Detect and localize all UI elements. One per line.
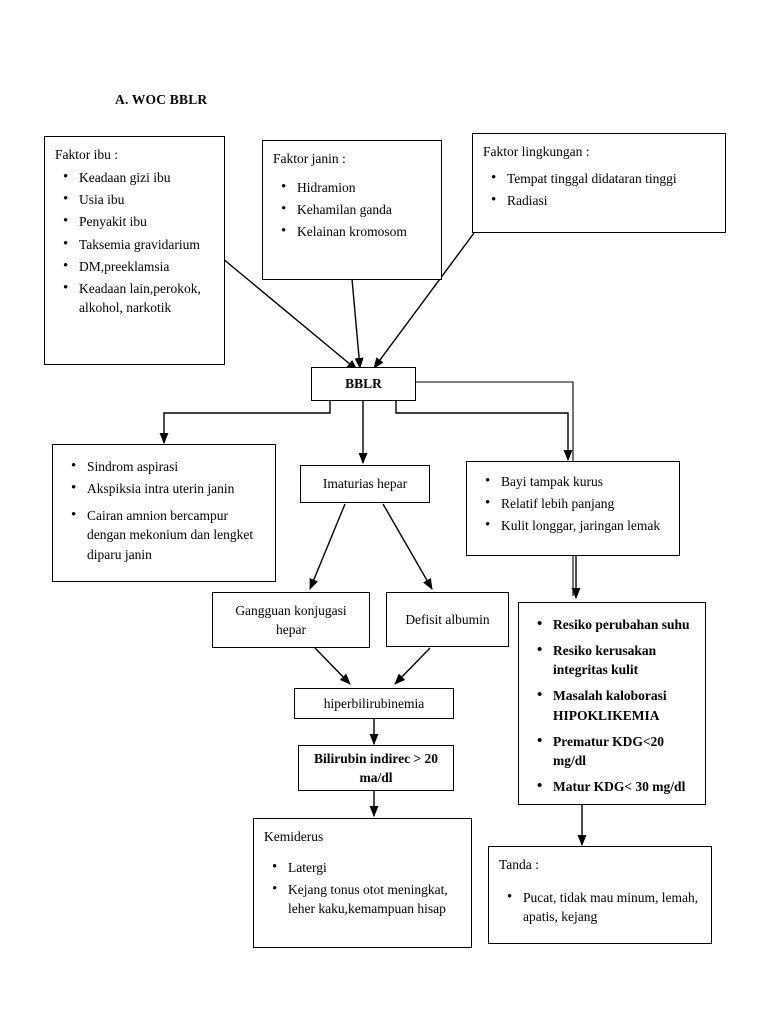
page-title: A. WOC BBLR xyxy=(115,92,208,107)
list-item: Keadaan gizi ibu xyxy=(63,167,214,188)
node-gangguan-konjugasi: Gangguan konjugasi hepar xyxy=(212,592,370,648)
list-item: Kulit longgar, jaringan lemak xyxy=(485,515,669,536)
node-tanda: Tanda : Pucat, tidak mau minum, lemah, a… xyxy=(488,846,712,944)
list-item: Masalah kaloborasi HIPOKLIKEMIA xyxy=(537,685,695,724)
list-item: Relatif lebih panjang xyxy=(485,493,669,514)
node-faktor-lingkungan: Faktor lingkungan : Tempat tinggal didat… xyxy=(472,133,726,233)
list-item: Keadaan lain,perokok, alkohol, narkotik xyxy=(63,278,214,317)
node-bblr: BBLR xyxy=(311,367,416,401)
list-item: Taksemia gravidarium xyxy=(63,234,214,255)
list-item: Kehamilan ganda xyxy=(281,199,431,220)
node-tanda-header: Tanda : xyxy=(499,857,539,872)
list-item: Cairan amnion bercampur dengan mekonium … xyxy=(71,505,265,563)
list-item: Resiko perubahan suhu xyxy=(537,614,695,635)
list-item: Kelainan kromosom xyxy=(281,221,431,242)
node-faktor-janin-header: Faktor janin : xyxy=(273,151,346,166)
list-item: Hidramion xyxy=(281,177,431,198)
node-faktor-lingkungan-list: Tempat tinggal didataran tinggi Radiasi xyxy=(473,163,725,221)
list-item: Kejang tonus otot meningkat, leher kaku,… xyxy=(272,879,461,918)
node-kemiderus: Kemiderus Latergi Kejang tonus otot meni… xyxy=(253,818,472,948)
node-imaturias-hepar-label: Imaturias hepar xyxy=(322,476,408,492)
list-item: Prematur KDG<20 mg/dl xyxy=(537,731,695,770)
node-gangguan-konjugasi-label: Gangguan konjugasi hepar xyxy=(235,602,347,637)
node-faktor-lingkungan-header: Faktor lingkungan : xyxy=(483,144,590,159)
node-bilirubin-indirec: Bilirubin indirec > 20 ma/dl xyxy=(298,745,454,791)
node-sindrom-aspirasi-list: Sindrom aspirasi Akspiksia intra uterin … xyxy=(53,445,275,575)
list-item: Radiasi xyxy=(491,190,715,211)
node-sindrom-aspirasi: Sindrom aspirasi Akspiksia intra uterin … xyxy=(52,444,276,582)
node-kemiderus-list: Latergi Kejang tonus otot meningkat, leh… xyxy=(254,848,471,929)
node-defisit-albumin-label: Defisit albumin xyxy=(405,611,490,627)
node-kemiderus-header: Kemiderus xyxy=(264,829,324,844)
node-resiko: Resiko perubahan suhu Resiko kerusakan i… xyxy=(518,602,706,805)
list-item: Tempat tinggal didataran tinggi xyxy=(491,168,715,189)
node-defisit-albumin: Defisit albumin xyxy=(386,592,509,647)
node-faktor-janin: Faktor janin : Hidramion Kehamilan ganda… xyxy=(262,140,442,280)
node-bblr-label: BBLR xyxy=(345,376,382,392)
node-faktor-ibu-list: Keadaan gizi ibu Usia ibu Penyakit ibu T… xyxy=(45,166,224,328)
node-faktor-ibu: Faktor ibu : Keadaan gizi ibu Usia ibu P… xyxy=(44,136,225,365)
node-hiperbilirubinemia-label: hiperbilirubinemia xyxy=(323,695,425,711)
node-faktor-janin-list: Hidramion Kehamilan ganda Kelainan kromo… xyxy=(263,170,441,252)
list-item: Sindrom aspirasi xyxy=(71,456,265,477)
list-item: Akspiksia intra uterin janin xyxy=(71,478,265,499)
node-bayi-tampak-list: Bayi tampak kurus Relatif lebih panjang … xyxy=(467,462,679,546)
list-item: Pucat, tidak mau minum, lemah, apatis, k… xyxy=(507,887,701,926)
list-item: Usia ibu xyxy=(63,189,214,210)
list-item: Resiko kerusakan integritas kulit xyxy=(537,640,695,679)
node-faktor-ibu-header: Faktor ibu : xyxy=(55,147,118,162)
node-bilirubin-indirec-label: Bilirubin indirec > 20 ma/dl xyxy=(313,750,439,785)
node-bayi-tampak: Bayi tampak kurus Relatif lebih panjang … xyxy=(466,461,680,556)
list-item: Latergi xyxy=(272,857,461,878)
list-item: Matur KDG< 30 mg/dl xyxy=(537,776,695,797)
node-tanda-list: Pucat, tidak mau minum, lemah, apatis, k… xyxy=(489,876,711,937)
node-hiperbilirubinemia: hiperbilirubinemia xyxy=(294,688,454,719)
list-item: Bayi tampak kurus xyxy=(485,471,669,492)
node-imaturias-hepar: Imaturias hepar xyxy=(300,465,430,503)
node-resiko-list: Resiko perubahan suhu Resiko kerusakan i… xyxy=(519,603,705,804)
list-item: DM,preeklamsia xyxy=(63,256,214,277)
list-item: Penyakit ibu xyxy=(63,211,214,232)
